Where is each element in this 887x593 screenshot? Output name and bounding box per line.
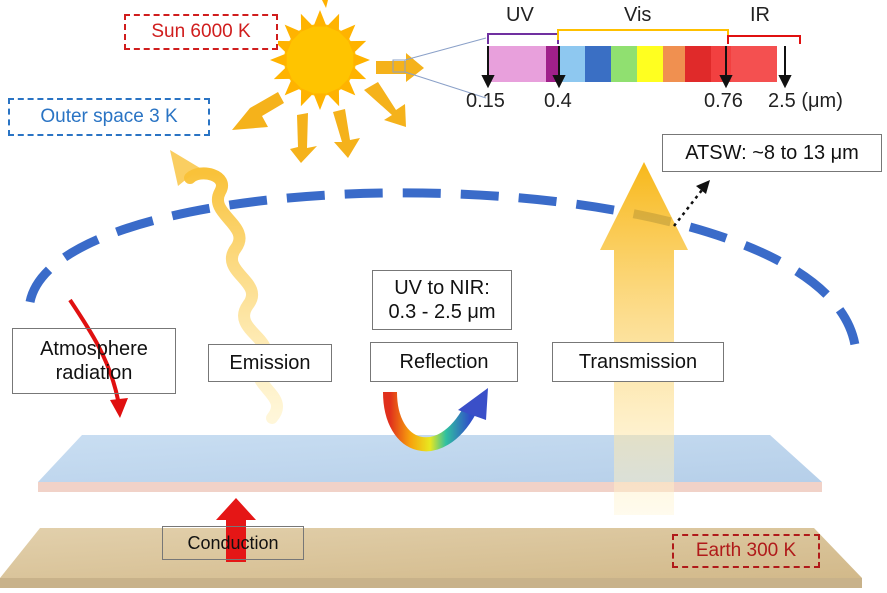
sun-ray (326, 13, 340, 32)
conduction-label: Conduction (162, 526, 304, 560)
atmosphere-line2: radiation (55, 362, 133, 384)
sun-ray (284, 24, 302, 42)
spectrum-segment (685, 46, 711, 82)
atmosphere-radiation-box: Atmosphere radiation (12, 328, 176, 394)
spectrum-brackets (487, 29, 801, 44)
spectrum-segment (637, 46, 663, 82)
outer-space-temperature-label: Outer space 3 K (8, 98, 210, 136)
spectrum-segment (488, 46, 546, 82)
atsw-label: ATSW: ~8 to 13 μm (662, 134, 882, 172)
sun-ray (338, 78, 356, 96)
atmosphere-radiation-arrow (68, 298, 128, 418)
transmission-arrow (600, 162, 688, 515)
spectrum-segment (585, 46, 611, 82)
spectrum-bar (488, 46, 777, 82)
sun-ray (270, 53, 287, 67)
spectrum-segment (663, 46, 685, 82)
spectrum-segment (546, 46, 559, 82)
spectrum-band-vis: Vis (624, 4, 652, 26)
conduction-arrow (216, 498, 256, 562)
atmosphere-line1: Atmosphere (40, 338, 148, 360)
spectrum-tick-3: 2.5 (μm) (768, 90, 843, 112)
uv-to-nir-line1: UV to NIR: (394, 277, 490, 299)
spectrum-segment (611, 46, 637, 82)
sun-ray (348, 66, 367, 80)
sun-ray (326, 88, 340, 107)
earth-slab (0, 528, 862, 588)
spectrum-tick-arrows (481, 46, 792, 89)
sun-ray (300, 13, 314, 32)
sun-ray (313, 10, 327, 27)
sun-ray (313, 93, 327, 110)
spectrum-band-ir: IR (750, 4, 770, 26)
spectrum-zoom-lines (392, 37, 487, 99)
atsw-pointer-arrow (673, 180, 710, 227)
sun-ray (273, 66, 292, 80)
emission-label: Emission (208, 344, 332, 382)
spectrum-band-uv: UV (506, 4, 534, 26)
sun-ray (353, 53, 370, 67)
sun-ray (284, 78, 302, 96)
uv-to-nir-box: UV to NIR: 0.3 - 2.5 μm (372, 270, 512, 330)
spectrum-tick-1: 0.4 (544, 90, 572, 112)
sun-ray (348, 40, 367, 54)
sun-ray (338, 24, 356, 42)
sun-ray (273, 40, 292, 54)
uv-to-nir-line2: 0.3 - 2.5 μm (388, 301, 496, 323)
sun-temperature-label: Sun 6000 K (124, 14, 278, 50)
atmosphere-dome (25, 188, 860, 346)
spectrum-segment (731, 46, 777, 82)
reflection-arrow (383, 388, 488, 452)
sun-ray (300, 88, 314, 107)
spectrum-tick-2: 0.76 (704, 90, 743, 112)
reflection-label: Reflection (370, 342, 518, 382)
spectrum-tick-0: 0.15 (466, 90, 505, 112)
sun-icon (270, 0, 370, 110)
transmission-label: Transmission (552, 342, 724, 382)
earth-temperature-label: Earth 300 K (672, 534, 820, 568)
